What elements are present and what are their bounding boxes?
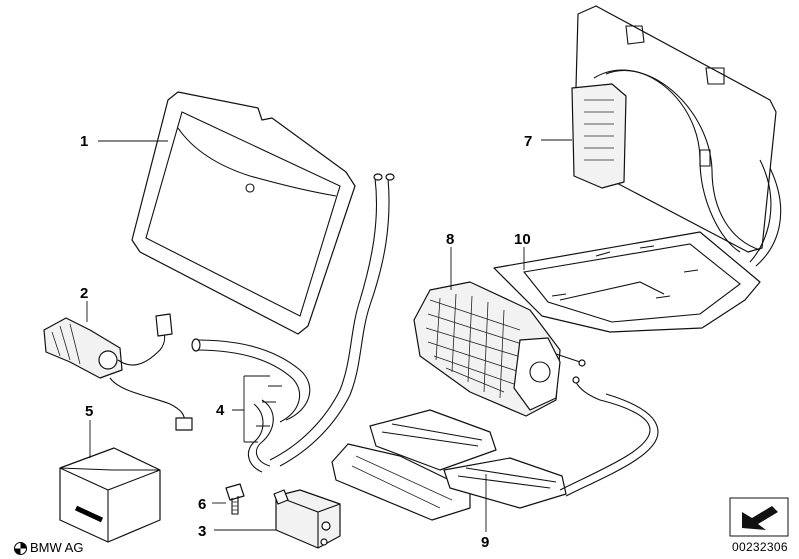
- callout-1: 1: [80, 133, 88, 150]
- callout-2: 2: [80, 285, 88, 302]
- callout-5: 5: [85, 403, 93, 420]
- brand-text: BMW AG: [30, 540, 84, 555]
- image-number: 00232306: [732, 540, 788, 554]
- callout-3: 3: [198, 523, 206, 540]
- callout-10: 10: [514, 231, 531, 248]
- brand-label: BMW AG: [14, 540, 83, 555]
- part-6-screw: [212, 483, 245, 515]
- callout-8: 8: [446, 231, 454, 248]
- part-7-backrest-panel: [541, 5, 782, 267]
- part-2-valve: [43, 301, 193, 431]
- part-10-cushion-plate: [493, 231, 761, 333]
- callout-7: 7: [524, 133, 532, 150]
- hose-bundle-upper: [269, 173, 395, 467]
- arrow-box-icon[interactable]: [729, 497, 789, 537]
- part-9-air-cushions: [331, 376, 659, 532]
- part-4-hoses: [191, 338, 311, 473]
- part-5-box: [59, 420, 161, 543]
- part-3-module: [214, 489, 341, 549]
- callout-6: 6: [198, 496, 206, 513]
- callout-9: 9: [481, 534, 489, 551]
- callout-4: 4: [216, 402, 225, 419]
- part-1-pad: [98, 91, 356, 335]
- part-8-pump-unit: [413, 247, 586, 417]
- bmw-roundel-icon: [14, 542, 27, 555]
